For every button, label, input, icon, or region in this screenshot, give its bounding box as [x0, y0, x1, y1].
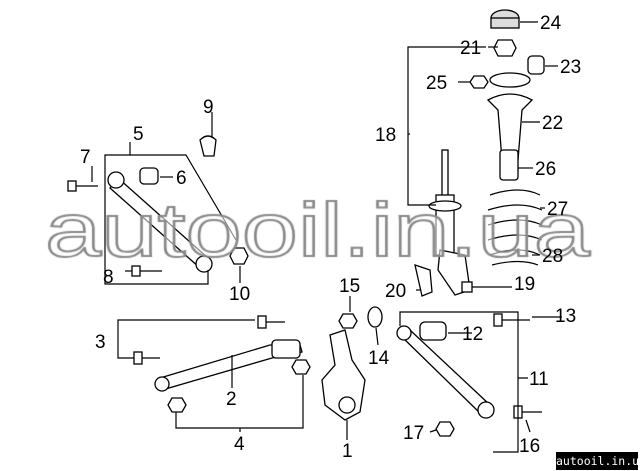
callouts: 24 21 23 25 22 18 26 27 28 9 5 7 6 8 10 …	[80, 13, 581, 462]
callout-21: 21	[460, 38, 481, 59]
callout-15: 15	[339, 276, 360, 297]
callout-22: 22	[542, 113, 563, 134]
callout-6: 6	[176, 168, 187, 189]
callout-20: 20	[385, 281, 406, 302]
callout-28: 28	[542, 246, 563, 267]
callout-4: 4	[234, 434, 245, 455]
callout-16: 16	[519, 436, 540, 457]
site-badge: autooil.in.ua	[556, 452, 640, 470]
callout-24: 24	[540, 13, 562, 34]
callout-7: 7	[80, 147, 91, 168]
callout-26: 26	[535, 159, 556, 180]
callout-18: 18	[375, 125, 396, 146]
callout-23: 23	[560, 57, 581, 78]
callout-10: 10	[229, 284, 250, 305]
callout-3: 3	[95, 332, 106, 353]
callout-13: 13	[555, 306, 576, 327]
callout-5: 5	[133, 124, 144, 145]
callout-9: 9	[203, 97, 214, 118]
callout-27: 27	[547, 199, 568, 220]
callout-1: 1	[342, 441, 353, 462]
callout-19: 19	[514, 274, 535, 295]
callout-25: 25	[426, 73, 447, 94]
callout-14: 14	[368, 348, 390, 369]
callout-2: 2	[226, 389, 237, 410]
callout-17: 17	[403, 423, 424, 444]
callout-11: 11	[529, 369, 549, 390]
callout-8: 8	[103, 267, 114, 288]
callout-12: 12	[462, 324, 483, 345]
